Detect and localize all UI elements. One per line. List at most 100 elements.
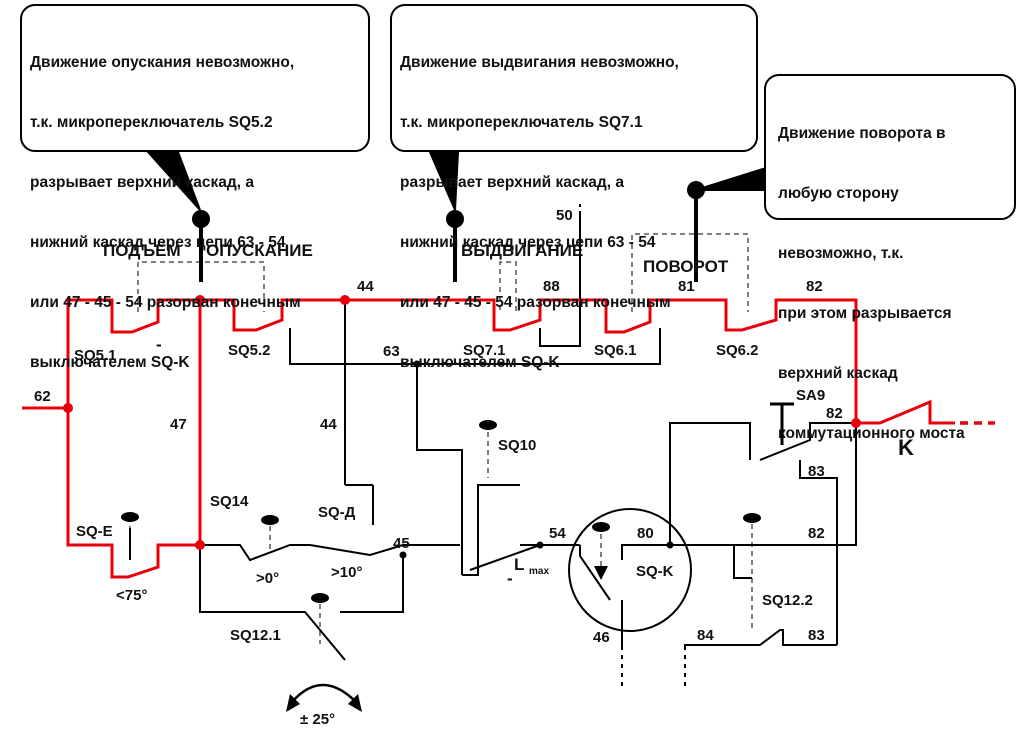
label-sq51: SQ5.1 (74, 347, 117, 364)
label-lift: ПОДЪЁМ (103, 241, 181, 260)
label-n88: 88 (543, 278, 560, 295)
callout-descent: Движение опускания невозможно, т.к. микр… (20, 4, 370, 371)
junction-45 (399, 551, 407, 559)
actuator-knobs (121, 181, 761, 603)
junctions (63, 295, 861, 559)
sq-k-contact-right (621, 544, 770, 560)
junction-62 (63, 403, 73, 413)
sq12-2-knob (743, 513, 761, 523)
wire-80-up (669, 422, 751, 545)
wire-10deg (309, 544, 460, 557)
label-sq122: SQ12.2 (762, 592, 813, 609)
callout-rotation: Движение поворота в любую сторону невозм… (764, 74, 1016, 442)
junction-63 (413, 360, 421, 368)
label-n80: 80 (637, 525, 654, 542)
junction-54 (536, 541, 544, 549)
wire-83-mid (799, 460, 838, 645)
callout-line: нижний каскад через цепи 63 - 54 (30, 234, 286, 251)
top-rail (66, 298, 858, 423)
label-n82-top: 82 (806, 278, 823, 295)
callout-descent-text: Движение опускания невозможно, т.к. микр… (30, 13, 301, 413)
callout-extension-text: Движение выдвигания невозможно, т.к. мик… (400, 13, 679, 413)
wire-82-out (856, 399, 955, 425)
callout-line: невозможно, т.к. (778, 245, 904, 262)
junction-80 (666, 541, 674, 549)
callout-pointers (145, 151, 767, 211)
label-n45: 45 (393, 535, 410, 552)
label-rotation: ПОВОРОТ (643, 257, 729, 276)
callout-line: выключателем SQ-K (30, 354, 190, 371)
sq14-knob (261, 515, 279, 525)
label-n62: 62 (34, 388, 51, 405)
label-extension: ВЫДВИГАНИЕ (461, 241, 583, 260)
wire-63 (289, 328, 661, 365)
junction-47-bottom (195, 540, 205, 550)
callout-line: при этом разрывается (778, 305, 952, 322)
sq12-1-knob (311, 593, 329, 603)
callout-line: или 47 - 45 - 54 разорван конечным (30, 294, 301, 311)
sq-k-knob (592, 522, 610, 532)
label-n83-mid: 83 (808, 463, 825, 480)
wire-88 (539, 214, 581, 347)
junction-44 (340, 295, 350, 305)
label-n50: 50 (556, 207, 573, 224)
junction-47-top (195, 295, 205, 305)
label-sqk: SQ-K (636, 563, 674, 580)
wire-63-down (416, 364, 463, 575)
callout-line: разрывает верхний каскад, а (30, 174, 254, 191)
sq-k-housing (568, 508, 692, 632)
label-lmax-sub: max (529, 566, 549, 577)
rotation-arc-arrow-right (348, 694, 362, 712)
label-minus-bottom: - (507, 569, 513, 588)
sa9-contact (759, 422, 856, 461)
label-sqd: SQ-Д (318, 504, 356, 521)
label-sq61: SQ6.1 (594, 342, 637, 359)
label-n81: 81 (678, 278, 695, 295)
wire-84 (684, 629, 837, 650)
rotation-arc-arrow-left (286, 694, 300, 712)
callout-rotation-text: Движение поворота в любую сторону невозм… (778, 84, 965, 484)
label-n47: 47 (170, 416, 187, 433)
label-sq121: SQ12.1 (230, 627, 281, 644)
wire-82-bottom (770, 423, 857, 546)
label-sq10: SQ10 (498, 437, 536, 454)
label-sq71: SQ7.1 (463, 342, 506, 359)
label-n84: 84 (697, 627, 714, 644)
sq12-2-contact (733, 545, 752, 579)
rotation-link (631, 233, 749, 312)
label-angle-10: >10° (331, 564, 362, 581)
label-angle-75: <75° (116, 587, 147, 604)
label-sqe: SQ-E (76, 523, 113, 540)
label-sq52: SQ5.2 (228, 342, 271, 359)
sq-k-arrow (594, 566, 608, 580)
sq10-knob (479, 420, 497, 430)
callout-extension: Движение выдвигания невозможно, т.к. мик… (390, 4, 758, 371)
descent-knob (192, 210, 210, 228)
label-lmax-l: L (514, 555, 524, 574)
callout-line: или 47 - 45 - 54 разорван конечным (400, 294, 671, 311)
label-angle-25: ± 25° (300, 711, 335, 728)
wire-sq12-1-r (340, 555, 404, 613)
label-descent: ОПУСКАНИЕ (206, 241, 313, 260)
label-n44-top: 44 (357, 278, 374, 295)
label-k: K (898, 435, 914, 460)
label-sq62: SQ6.2 (716, 342, 759, 359)
callout-extension-pointer (428, 151, 460, 211)
callout-line: нижний каскад через цепи 63 - 54 (400, 234, 656, 251)
callout-rotation-pointer (695, 166, 767, 191)
sq10-contact (462, 484, 520, 576)
callout-line: т.к. микропереключатель SQ5.2 (30, 114, 273, 131)
wiring (129, 190, 857, 690)
sq-e-knob (121, 512, 139, 522)
label-sq14: SQ14 (210, 493, 249, 510)
callout-descent-pointer (145, 151, 201, 211)
label-n54: 54 (549, 525, 566, 542)
bottom-rail (66, 408, 200, 579)
callout-line: Движение опускания невозможно, (30, 54, 295, 71)
sq-k-contact-left (579, 545, 611, 601)
label-n63: 63 (383, 343, 400, 360)
label-minus-top: - (156, 335, 162, 354)
label-n82-right: 82 (826, 405, 843, 422)
wire-45 (200, 544, 310, 562)
